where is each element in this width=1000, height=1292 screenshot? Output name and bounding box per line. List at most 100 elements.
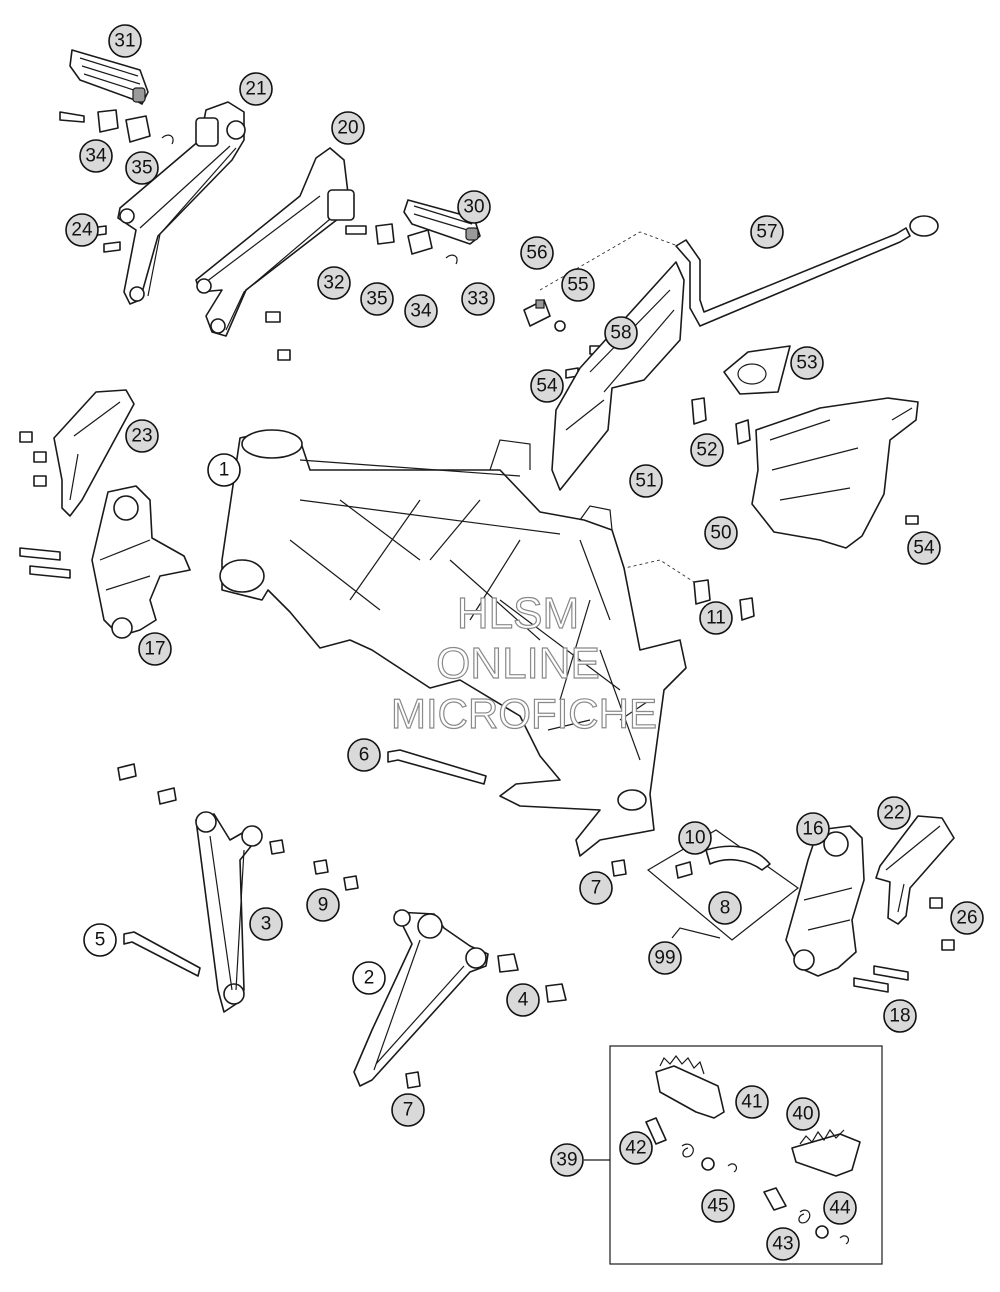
callout-label: 18 bbox=[889, 1006, 910, 1027]
callout-label: 55 bbox=[567, 275, 588, 296]
callout-label: 6 bbox=[359, 745, 370, 766]
callout[interactable]: 23 bbox=[125, 419, 159, 453]
callout[interactable]: 11 bbox=[699, 601, 733, 635]
callout-circle bbox=[690, 433, 724, 467]
callout-label: 35 bbox=[366, 289, 387, 310]
callouts: 31 21 20 34 35 30 24 32 35 34 33 57 56 5… bbox=[65, 24, 984, 1261]
callout-label: 42 bbox=[625, 1138, 646, 1159]
callout[interactable]: 7 bbox=[579, 871, 613, 905]
callout[interactable]: 24 bbox=[65, 213, 99, 247]
callout-circle bbox=[125, 151, 159, 185]
callout[interactable]: 44 bbox=[823, 1191, 857, 1225]
callout[interactable]: 52 bbox=[690, 433, 724, 467]
bolts-26-18 bbox=[853, 897, 955, 993]
callout[interactable]: 56 bbox=[520, 236, 554, 270]
callout-circle bbox=[883, 999, 917, 1033]
callout-circle bbox=[877, 796, 911, 830]
callout[interactable]: 54 bbox=[530, 369, 564, 403]
callout[interactable]: 40 bbox=[786, 1097, 820, 1131]
callout-label: 24 bbox=[71, 220, 93, 241]
callout-label: 56 bbox=[526, 243, 547, 264]
callout-label: 1 bbox=[219, 460, 230, 481]
callout[interactable]: 34 bbox=[79, 139, 113, 173]
callout-label: 51 bbox=[635, 471, 656, 492]
bolts-near-3 bbox=[117, 763, 177, 805]
watermark-line-1: HLSM bbox=[457, 589, 579, 638]
callout[interactable]: 8 bbox=[708, 891, 742, 925]
callout-label: 9 bbox=[318, 895, 329, 916]
heel-guard-23 bbox=[53, 389, 135, 517]
link-2 bbox=[353, 909, 489, 1087]
callout-circle bbox=[708, 891, 742, 925]
callout-label: 16 bbox=[802, 819, 823, 840]
callout[interactable]: 43 bbox=[766, 1227, 800, 1261]
callout-label: 44 bbox=[829, 1198, 851, 1219]
callout[interactable]: 99 bbox=[648, 941, 682, 975]
callout[interactable]: 6 bbox=[347, 738, 381, 772]
callout[interactable]: 1 bbox=[207, 453, 241, 487]
callout-circle bbox=[530, 369, 564, 403]
callout-circle bbox=[619, 1131, 653, 1165]
callout[interactable]: 30 bbox=[457, 190, 491, 224]
callout[interactable]: 54 bbox=[907, 531, 941, 565]
callout-circle bbox=[360, 282, 394, 316]
callout-circle bbox=[138, 632, 172, 666]
callout-circle bbox=[796, 812, 830, 846]
callout-circle bbox=[786, 1097, 820, 1131]
callout-label: 26 bbox=[956, 908, 977, 929]
callout-circle bbox=[306, 888, 340, 922]
callout-label: 22 bbox=[883, 803, 904, 824]
callout-circle bbox=[907, 531, 941, 565]
callout[interactable]: 57 bbox=[750, 215, 784, 249]
callout[interactable]: 33 bbox=[461, 282, 495, 316]
callout-label: 52 bbox=[696, 440, 717, 461]
callout-label: 31 bbox=[114, 31, 135, 52]
callout-circle bbox=[950, 901, 984, 935]
callout[interactable]: 35 bbox=[360, 282, 394, 316]
callout[interactable]: 41 bbox=[735, 1085, 769, 1119]
callout[interactable]: 39 bbox=[550, 1143, 584, 1177]
callout[interactable]: 50 bbox=[704, 516, 738, 550]
callout[interactable]: 3 bbox=[249, 907, 283, 941]
callout[interactable]: 26 bbox=[950, 901, 984, 935]
callout-circle bbox=[699, 601, 733, 635]
callout-label: 45 bbox=[707, 1196, 728, 1217]
callout[interactable]: 31 bbox=[108, 24, 142, 58]
callout[interactable]: 53 bbox=[790, 346, 824, 380]
callout[interactable]: 58 bbox=[604, 316, 638, 350]
callout-circle bbox=[347, 738, 381, 772]
callout[interactable]: 5 bbox=[83, 923, 117, 957]
callout-label: 5 bbox=[95, 930, 106, 951]
callout[interactable]: 22 bbox=[877, 796, 911, 830]
callout[interactable]: 42 bbox=[619, 1131, 653, 1165]
hanger-17 bbox=[19, 485, 191, 639]
callout-circle bbox=[561, 268, 595, 302]
callout[interactable]: 10 bbox=[678, 821, 712, 855]
callout-label: 21 bbox=[245, 79, 266, 100]
callout[interactable]: 34 bbox=[404, 294, 438, 328]
footpeg-bracket-21 bbox=[117, 101, 246, 305]
bolts-under-bracket bbox=[265, 311, 291, 361]
callout[interactable]: 2 bbox=[352, 961, 386, 995]
callout-label: 34 bbox=[410, 301, 432, 322]
footpeg-bracket-20 bbox=[195, 147, 355, 337]
callout[interactable]: 35 bbox=[125, 151, 159, 185]
callout[interactable]: 20 bbox=[331, 111, 365, 145]
callout-circle bbox=[404, 294, 438, 328]
callout[interactable]: 32 bbox=[317, 266, 351, 300]
callout-circle bbox=[317, 266, 351, 300]
callout[interactable]: 17 bbox=[138, 632, 172, 666]
callout-circle bbox=[108, 24, 142, 58]
callout[interactable]: 21 bbox=[239, 72, 273, 106]
callout-circle bbox=[520, 236, 554, 270]
bolts-23 bbox=[19, 431, 47, 487]
callout[interactable]: 51 bbox=[629, 464, 663, 498]
callout[interactable]: 45 bbox=[701, 1189, 735, 1223]
callout[interactable]: 16 bbox=[796, 812, 830, 846]
callout[interactable]: 18 bbox=[883, 999, 917, 1033]
callout-label: 2 bbox=[364, 968, 375, 989]
callout[interactable]: 9 bbox=[306, 888, 340, 922]
callout[interactable]: 7 bbox=[391, 1093, 425, 1127]
callout[interactable]: 55 bbox=[561, 268, 595, 302]
callout[interactable]: 4 bbox=[506, 983, 540, 1017]
